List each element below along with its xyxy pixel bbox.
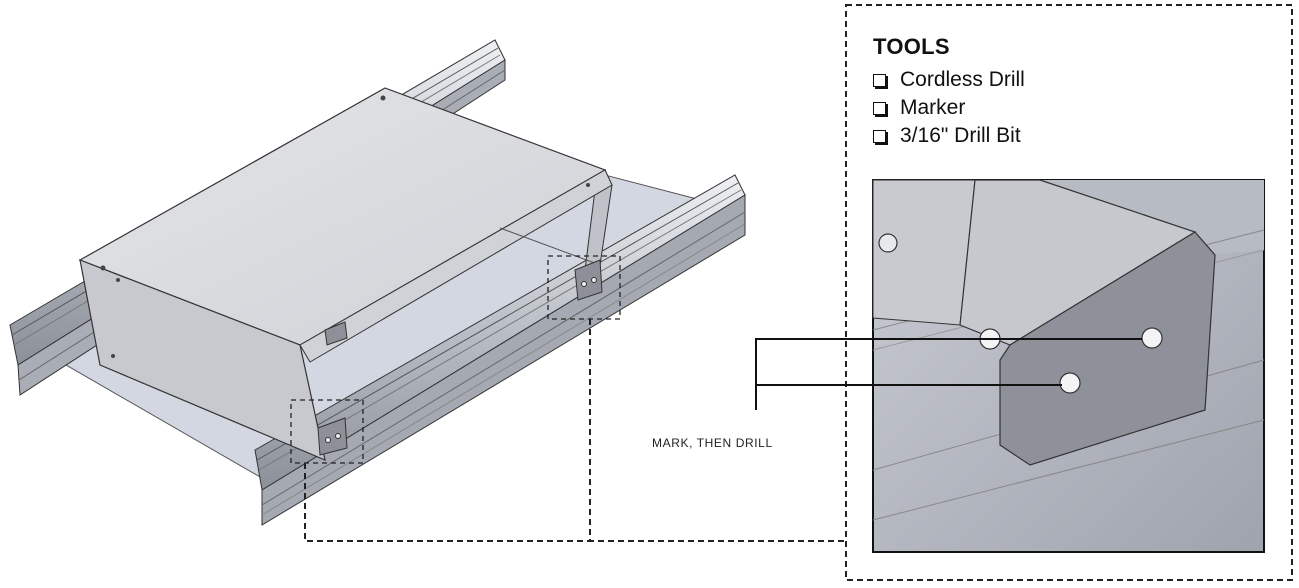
detail-marker-lower <box>290 399 364 464</box>
front-rail <box>254 174 746 526</box>
callout-label: MARK, THEN DRILL <box>652 436 773 450</box>
checkbox-icon <box>873 129 886 143</box>
detail-marker-upper <box>547 255 621 320</box>
checkbox-icon <box>873 101 886 115</box>
tools-item-label: Cordless Drill <box>900 68 1025 91</box>
tools-title: TOOLS <box>873 34 950 59</box>
zoom-inset <box>872 179 1265 553</box>
callout-lines <box>755 338 1142 410</box>
tools-item-marker: Marker <box>873 94 1025 122</box>
tools-item-label: Marker <box>900 96 966 119</box>
detail-leader-lower <box>304 463 590 542</box>
tools-item-drill-bit: 3/16" Drill Bit <box>873 122 1025 150</box>
checkbox-icon <box>873 73 886 87</box>
detail-leader <box>589 319 846 542</box>
tools-list: Cordless Drill Marker 3/16" Drill Bit <box>873 66 1025 150</box>
cover-box <box>78 87 613 462</box>
tools-item-cordless-drill: Cordless Drill <box>873 66 1025 94</box>
tools-item-label: 3/16" Drill Bit <box>900 124 1021 147</box>
